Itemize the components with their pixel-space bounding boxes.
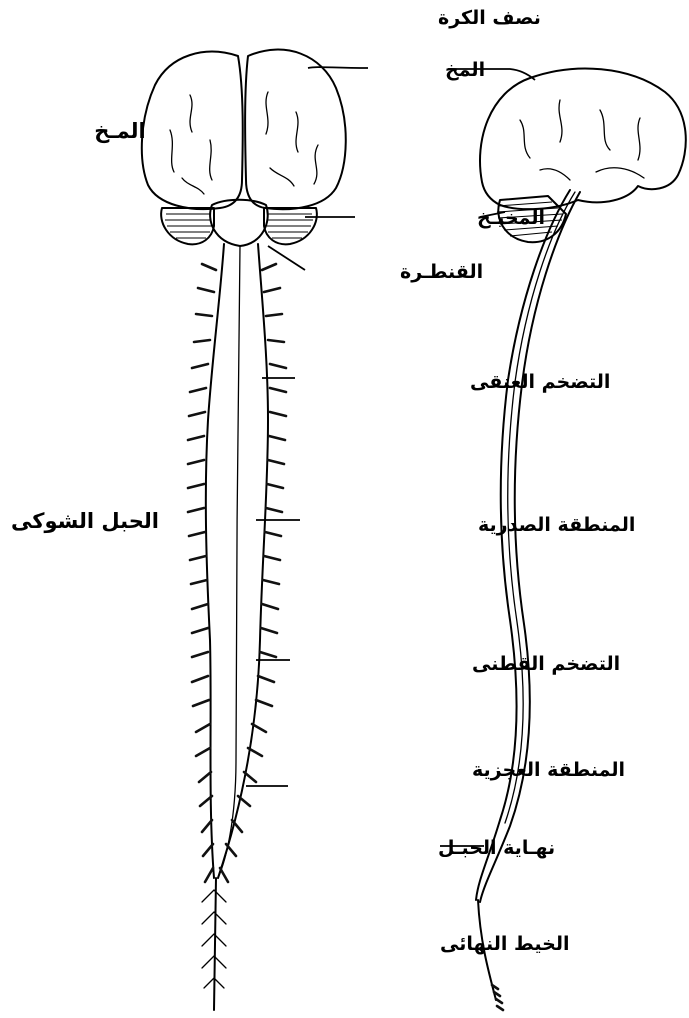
right-hemisphere (245, 50, 346, 210)
label-cerebellum: المخيـخ (477, 207, 545, 229)
label-cerebrum: المخ (445, 59, 485, 81)
label-lumbar-enlargement: التضخم القطنى (472, 653, 620, 675)
front-view (142, 50, 346, 1010)
front-filum-terminale (214, 878, 216, 1010)
leader-lines (246, 67, 535, 846)
front-spinal-cord-right-edge (218, 244, 268, 878)
label-thoracic-region: المنطقة الصدرية (478, 514, 635, 536)
label-spinal-cord: الحبل الشوكى (11, 509, 159, 533)
label-brain: المـخ (94, 119, 145, 143)
label-sacral-region: المنطقة العجزية (472, 759, 625, 781)
side-cerebrum (480, 69, 686, 210)
labels: نصف الكرة المخ المـخ المخيـخ القنطـرة ال… (11, 7, 635, 955)
label-hemisphere: نصف الكرة (438, 7, 541, 29)
label-filum-terminale: الخيط النهائى (440, 933, 570, 955)
side-spinal-cord (476, 190, 570, 900)
label-cervical-enlargement: التضخم العنقى (470, 371, 610, 393)
label-cord-end: نهـاية الحبـل (438, 837, 555, 859)
label-pons: القنطـرة (400, 261, 483, 283)
